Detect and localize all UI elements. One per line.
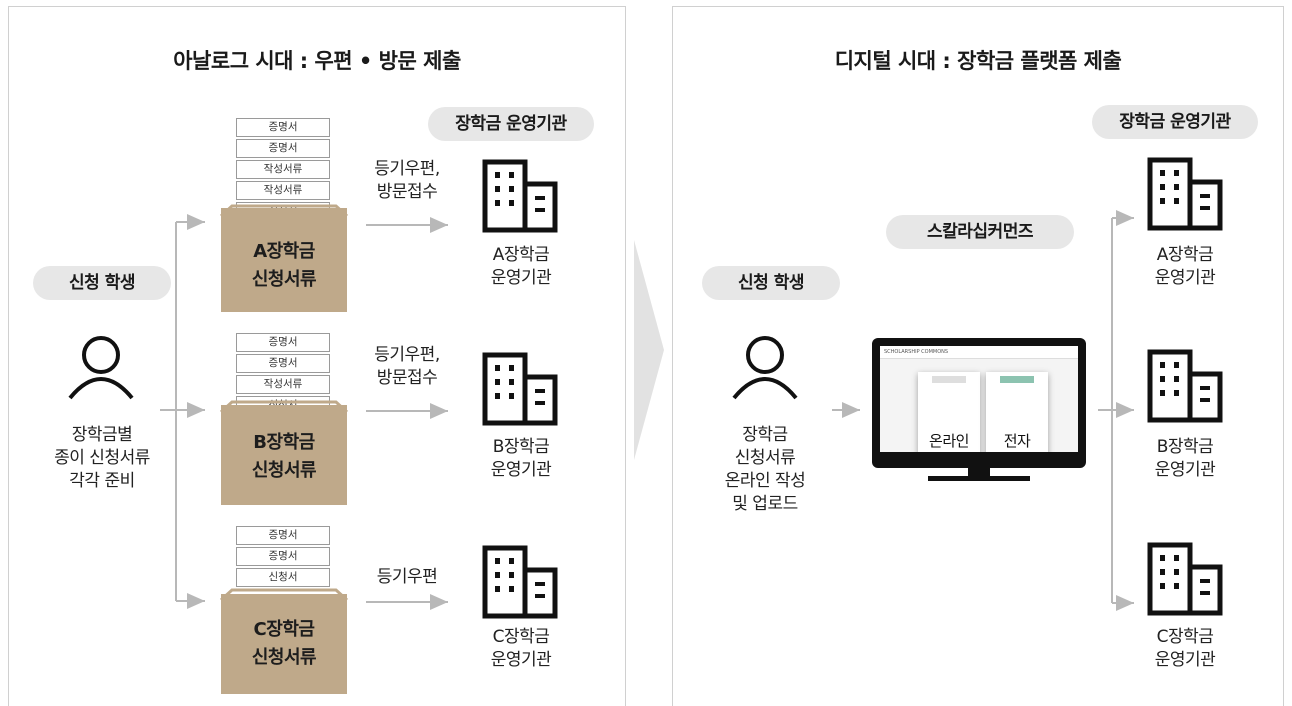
screen-header: SCHOLARSHIP COMMONS — [880, 346, 1078, 359]
online-application-card: 온라인 신청서 — [918, 372, 980, 452]
agency-c-left: C장학금 운영기관 — [490, 627, 552, 670]
method-b: 등기우편, 방문접수 — [374, 345, 440, 388]
right-student-desc: 장학금 신청서류 온라인 작성 및 업로드 — [724, 425, 806, 514]
doc-b-1: 증명서 — [236, 333, 330, 352]
method-a: 등기우편, 방문접수 — [374, 159, 440, 202]
agency-c-right: C장학금 운영기관 — [1154, 627, 1216, 670]
agency-a-right: A장학금 운영기관 — [1154, 245, 1216, 288]
doc-a-1: 증명서 — [236, 118, 330, 137]
box-c: C장학금 신청서류 — [221, 594, 347, 694]
right-agency-pill: 장학금 운영기관 — [1092, 105, 1258, 139]
digital-panel-title: 디지털 시대 : 장학금 플랫폼 제출 — [834, 49, 1122, 73]
left-student-pill: 신청 학생 — [33, 266, 171, 300]
agency-b-right: B장학금 운영기관 — [1154, 437, 1216, 480]
platform-pill: 스칼라십커먼즈 — [886, 215, 1074, 249]
left-student-desc: 장학금별 종이 신청서류 각각 준비 — [54, 425, 150, 491]
monitor-icon: SCHOLARSHIP COMMONS 온라인 신청서 전자 서류 — [872, 338, 1086, 468]
agency-a-left: A장학금 운영기관 — [490, 245, 552, 288]
doc-c-3: 신청서 — [236, 568, 330, 587]
doc-a-2: 증명서 — [236, 139, 330, 158]
doc-c-1: 증명서 — [236, 526, 330, 545]
analog-panel-title: 아날로그 시대 : 우편 • 방문 제출 — [173, 49, 461, 73]
doc-c-2: 증명서 — [236, 547, 330, 566]
doc-b-3: 작성서류 — [236, 375, 330, 394]
left-agency-pill: 장학금 운영기관 — [428, 107, 594, 141]
doc-b-2: 증명서 — [236, 354, 330, 373]
platform-screen: SCHOLARSHIP COMMONS 온라인 신청서 전자 서류 — [880, 346, 1078, 452]
box-a: A장학금 신청서류 — [221, 208, 347, 312]
box-b: B장학금 신청서류 — [221, 405, 347, 505]
agency-b-left: B장학금 운영기관 — [490, 437, 552, 480]
right-student-pill: 신청 학생 — [702, 266, 840, 300]
method-c: 등기우편 — [376, 567, 438, 587]
doc-a-4: 작성서류 — [236, 181, 330, 200]
doc-a-3: 작성서류 — [236, 160, 330, 179]
electronic-documents-card: 전자 서류 — [986, 372, 1048, 452]
